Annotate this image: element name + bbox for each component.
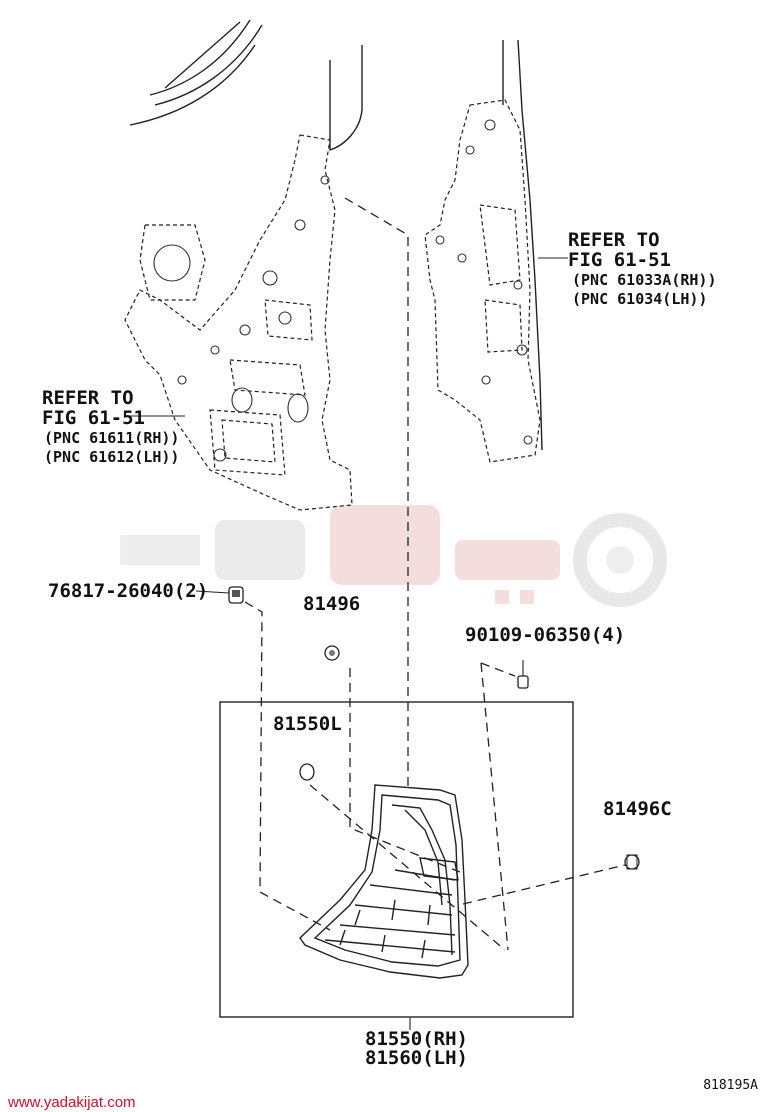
part-label-nut-top: 81496 bbox=[303, 593, 360, 615]
watermark-logo bbox=[120, 505, 667, 607]
screw-90109 bbox=[517, 660, 529, 689]
ref-left-pnc2: (PNC 61612(LH)) bbox=[44, 448, 179, 466]
watermark-url[interactable]: www.yadakijat.com bbox=[8, 1094, 136, 1111]
nut-81496C bbox=[624, 854, 640, 870]
ref-right-pnc1: (PNC 61033A(RH)) bbox=[572, 271, 717, 289]
nut-81496 bbox=[324, 645, 340, 661]
ref-left-line2: FIG 61-51 bbox=[42, 407, 145, 429]
clip-76817 bbox=[228, 586, 244, 604]
ref-right-line2: FIG 61-51 bbox=[568, 249, 671, 271]
ref-right-pnc2: (PNC 61034(LH)) bbox=[572, 290, 707, 308]
part-label-gasket: 81550L bbox=[273, 713, 342, 735]
ref-right-line1: REFER TO bbox=[568, 229, 660, 251]
gasket-81550L bbox=[299, 763, 315, 781]
roof-rail-outline bbox=[129, 19, 263, 126]
right-pillar-panel bbox=[424, 39, 543, 463]
assembly-dash-lines bbox=[244, 197, 626, 951]
part-label-nut-side: 81496C bbox=[603, 798, 672, 820]
tail-lamp bbox=[299, 784, 469, 979]
part-label-lamp-lh: 81560(LH) bbox=[365, 1047, 468, 1069]
figure-id: 818195A bbox=[703, 1078, 758, 1093]
ref-left-line1: REFER TO bbox=[42, 387, 134, 409]
left-quarter-panel bbox=[124, 45, 363, 511]
assembly-frame bbox=[219, 701, 574, 1018]
part-label-clip: 76817-26040(2) bbox=[48, 580, 208, 602]
part-label-lamp-rh: 81550(RH) bbox=[365, 1028, 468, 1050]
leader-clip bbox=[195, 590, 230, 594]
ref-left-pnc1: (PNC 61611(RH)) bbox=[44, 429, 179, 447]
part-label-screw: 90109-06350(4) bbox=[465, 624, 625, 646]
